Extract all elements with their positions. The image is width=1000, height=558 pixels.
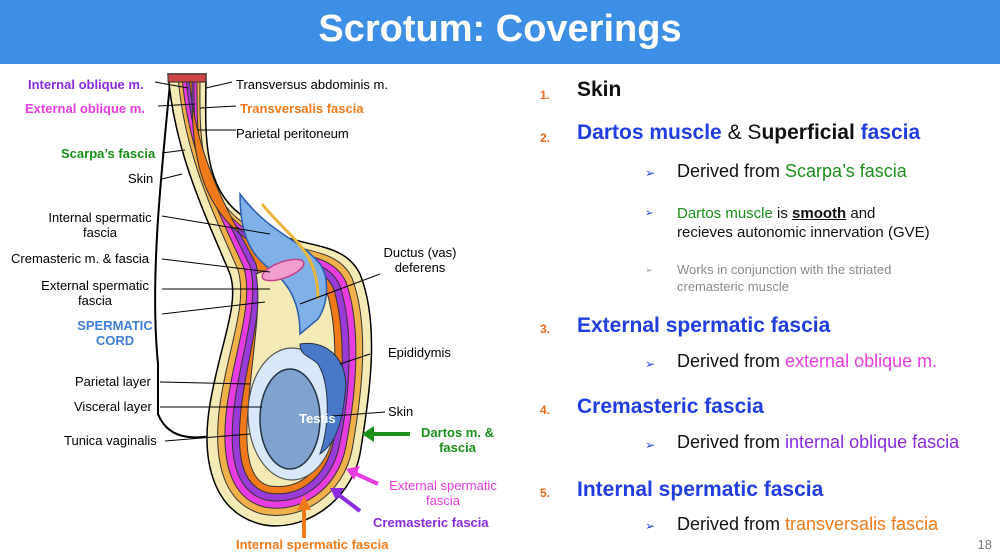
sub-external-oblique: Derived from external oblique m. [677,351,937,372]
label-spermatic-cord: SPERMATIC CORD [60,318,170,348]
label-line: Internal spermatic [48,210,152,225]
sub-part: smooth [792,205,847,222]
arrowhead-bullet-icon: ➢ [645,519,656,533]
arrowhead-bullet-icon: ➢ [645,438,656,452]
item-number: 1. [540,88,551,102]
label-external-oblique: External oblique m. [25,101,145,116]
sub-part: and [846,205,876,222]
heading-internal-spermatic: Internal spermatic fascia [577,478,824,501]
label-line: fascia [426,493,460,508]
heading-part: fascia [854,121,921,144]
scrotum-diagram [154,73,410,538]
label-line: External spermatic [389,478,497,493]
epididymis-shape [299,342,347,456]
sub-dartos-smooth: Dartos muscle is smooth and recieves aut… [677,204,977,242]
label-line: Dartos m. & [421,425,494,440]
title-bar [0,0,1000,64]
sub-cremasteric-conjunction: Works in conjunction with the striated c… [677,261,977,295]
label-skin-right: Skin [388,404,414,419]
sub-line: cremasteric muscle [677,279,789,294]
sub-part: Derived from [677,514,786,534]
ductus-deferens-line [260,203,320,300]
item-number: 4. [540,403,551,417]
sub-part: Derived from [677,351,786,371]
sub-internal-oblique: Derived from internal oblique fascia [677,432,959,453]
label-scarpas-fascia: Scarpa’s fascia [61,146,156,161]
arrowhead-bullet-icon: ➢ [645,265,653,275]
arrowhead-bullet-icon: ➢ [645,208,654,219]
label-line: SPERMATIC [77,318,153,333]
colored-arrows [297,426,410,538]
sub-transversalis: Derived from transversalis fascia [677,514,938,535]
item-number: 2. [540,131,551,145]
label-line: Ductus (vas) [383,245,457,260]
heading-part: uperficial [761,121,855,144]
sub-part: Dartos muscle [677,205,773,222]
label-parietal-peritoneum: Parietal peritoneum [236,126,349,141]
item-number: 5. [540,486,551,500]
heading-part: & [721,121,748,144]
label-internal-spermatic-bottom: Internal spermatic fascia [236,537,389,552]
label-internal-oblique: Internal oblique m. [28,77,144,92]
sub-part: transversalis fascia [785,514,939,534]
label-line: fascia [439,440,476,455]
label-dartos: Dartos m. & fascia [410,425,505,455]
sub-part: recieves autonomic innervation (GVE) [677,224,930,241]
label-parietal-layer: Parietal layer [75,374,151,389]
heading-skin: Skin [577,78,622,101]
label-cremasteric: Cremasteric m. & fascia [11,251,149,266]
heading-cremasteric: Cremasteric fascia [577,395,764,418]
label-line: deferens [394,260,446,275]
heading-dartos-superficial: Dartos muscle & Superficial fascia [577,121,920,145]
sub-part: Derived from [677,161,786,181]
arrowhead-bullet-icon: ➢ [645,357,656,371]
sub-part: external oblique m. [785,351,938,371]
label-external-spermatic-bottom: External spermatic fascia [382,478,504,508]
label-line: CORD [95,333,135,348]
sub-part: is [772,205,793,222]
label-epididymis: Epididymis [388,345,451,360]
testis-shape [259,368,321,470]
label-line: External spermatic [41,278,149,293]
slide-title: Scrotum: Coverings [318,8,682,50]
muscle-bands [167,73,207,83]
thigh-outline [154,83,236,439]
sub-part: internal oblique fascia [785,432,960,452]
label-skin-left: Skin [128,171,154,186]
label-external-spermatic-fascia: External spermatic fascia [30,278,160,308]
label-cremasteric-bottom: Cremasteric fascia [373,515,489,530]
sub-line: Works in conjunction with the striated [677,262,892,277]
sub-part: Scarpa’s fascia [785,161,907,181]
label-ductus-deferens: Ductus (vas) deferens [370,245,470,275]
label-visceral-layer: Visceral layer [74,399,152,414]
page-number: 18 [977,537,992,552]
item-number: 3. [540,322,551,336]
heading-external-spermatic: External spermatic fascia [577,314,831,337]
cremasteric-ring [261,258,305,282]
label-line: fascia [83,225,117,240]
label-internal-spermatic-fascia: Internal spermatic fascia [40,210,160,240]
label-line: fascia [78,293,112,308]
label-transversalis: Transversalis fascia [240,101,364,116]
label-testis: Testis [299,411,336,426]
label-tunica-vaginalis: Tunica vaginalis [64,433,157,448]
sub-part: Derived from [677,432,786,452]
sub-scarpa: Derived from Scarpa’s fascia [677,161,907,182]
heading-part: Dartos muscle [577,121,722,144]
label-transversus: Transversus abdominis m. [236,77,388,92]
arrowhead-bullet-icon: ➢ [645,166,656,180]
leader-lines [154,81,386,442]
heading-part: S [747,121,762,144]
